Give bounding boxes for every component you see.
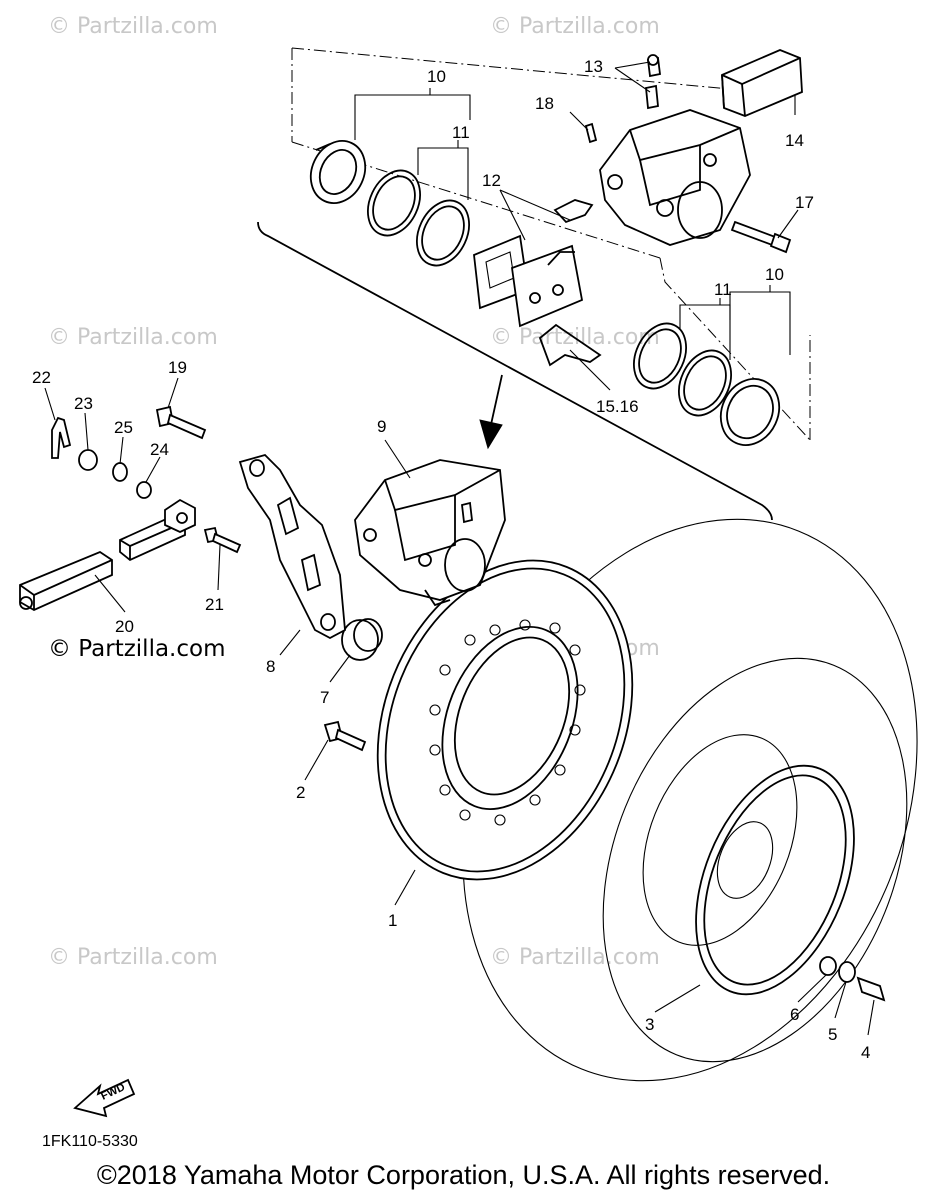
watermark: © Partzilla.com <box>48 636 226 662</box>
seal-11-lower <box>633 322 732 417</box>
pin-18 <box>584 122 598 144</box>
bolt-4 <box>856 976 886 1002</box>
callout-18: 18 <box>535 94 554 113</box>
brake-disc-1 <box>376 559 634 881</box>
callout-3: 3 <box>645 1015 654 1034</box>
piston-10-lower <box>719 378 781 446</box>
callout-17: 17 <box>795 193 814 212</box>
callout-labels: 10 11 12 13 14 18 17 10 11 15.16 9 19 22… <box>32 57 870 1062</box>
pad-pin-clip <box>553 199 594 224</box>
watermark: © Partzilla.com <box>490 14 660 39</box>
callout-23: 23 <box>74 394 93 413</box>
washer-5 <box>838 961 856 983</box>
caliper-bracket-8 <box>238 453 346 640</box>
watermark: © Partzilla.com <box>48 945 218 970</box>
callout-22: 22 <box>32 368 51 387</box>
leader-lines <box>44 61 875 1036</box>
fwd-arrow-icon: FWD <box>73 1078 136 1118</box>
callout-2: 2 <box>296 783 305 802</box>
callout-24: 24 <box>150 440 169 459</box>
seal-11-upper <box>367 169 470 267</box>
spring-15-16 <box>538 323 602 367</box>
disc-holes <box>429 619 586 826</box>
caliper-9 <box>354 459 506 607</box>
callout-9: 9 <box>377 417 386 436</box>
bolt-17 <box>730 220 792 254</box>
callout-8: 8 <box>266 657 275 676</box>
torque-rod-20 <box>19 498 196 612</box>
callout-7: 7 <box>320 688 329 707</box>
washer-25 <box>112 462 128 482</box>
caliper-inset-parts <box>291 47 811 446</box>
callout-4: 4 <box>861 1043 870 1062</box>
callout-15-16: 15.16 <box>596 397 639 416</box>
callout-25: 25 <box>114 418 133 437</box>
bolt-21 <box>203 526 242 554</box>
inset-bracket <box>257 221 773 521</box>
main-assembly: FWD <box>19 405 918 1118</box>
washer-6 <box>819 956 837 976</box>
callout-10: 10 <box>427 67 446 86</box>
brake-pads-12 <box>473 234 584 328</box>
callout-11: 11 <box>452 123 470 142</box>
callout-14: 14 <box>785 131 804 150</box>
washer-24 <box>136 481 152 499</box>
caliper-body-inset <box>599 109 751 246</box>
callout-12: 12 <box>482 171 501 190</box>
watermark: © Partzilla.com <box>490 945 660 970</box>
ring-3 <box>695 764 855 996</box>
callout-20: 20 <box>115 617 134 636</box>
callout-13: 13 <box>584 57 603 76</box>
copyright-notice: ©2018 Yamaha Motor Corporation, U.S.A. A… <box>96 1160 831 1190</box>
nut-23 <box>78 449 98 471</box>
callout-21: 21 <box>205 595 224 614</box>
callout-10: 10 <box>765 265 784 284</box>
bolt-2 <box>323 720 367 752</box>
cotter-pin-22 <box>51 416 72 459</box>
piston-10-upper <box>309 140 367 204</box>
callout-5: 5 <box>828 1025 837 1044</box>
pad-cover-14 <box>721 49 803 117</box>
callout-6: 6 <box>790 1005 799 1024</box>
callout-1: 1 <box>388 911 397 930</box>
collar-7 <box>341 618 383 661</box>
watermark: © Partzilla.com <box>48 14 218 39</box>
bolt-19 <box>155 405 207 440</box>
callout-11: 11 <box>714 280 732 299</box>
watermark: © Partzilla.com <box>48 325 218 350</box>
callout-19: 19 <box>168 358 187 377</box>
diagram-code: 1FK110-5330 <box>42 1133 138 1150</box>
